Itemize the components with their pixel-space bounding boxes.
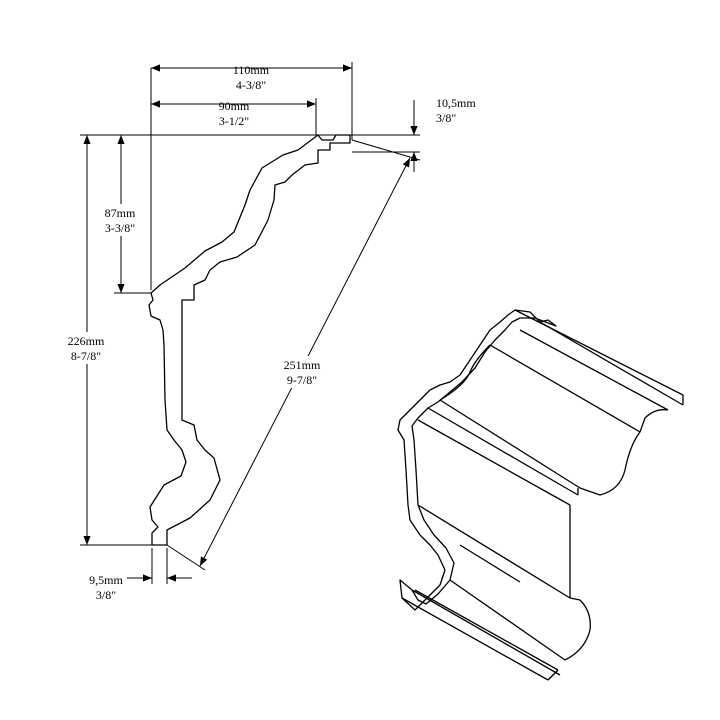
- dim-226mm-label-bg: [58, 332, 116, 364]
- extension-line-diagonal-top: [351, 139, 421, 161]
- dim-9-5mm-label: 9,5mm: [89, 573, 123, 587]
- molding-3d-end-face: [397, 309, 557, 611]
- dim-251mm-label: 251mm: [284, 358, 321, 372]
- molding-3d-cove-top-edge: [489, 344, 641, 433]
- molding-3d-bead-far: [564, 597, 591, 661]
- molding-3d-bead-edge: [449, 579, 566, 661]
- molding-3d-fillet-edge-2: [519, 329, 669, 411]
- extension-line-diagonal-bottom: [166, 544, 206, 571]
- molding-3d-step-edge-2: [417, 419, 571, 506]
- molding-3d-view: [397, 309, 684, 681]
- molding-3d-cove-far: [579, 431, 641, 496]
- dim-87mm-label: 87mm: [105, 206, 136, 220]
- molding-3d-cove-near: [439, 344, 491, 401]
- molding-profile-outline: [148, 134, 351, 546]
- dim-110mm-label: 110mm: [233, 63, 270, 77]
- dim-90mm-label: 90mm: [219, 99, 250, 113]
- dim-9-5mm-inch-label: 3/8": [96, 588, 116, 602]
- dim-251mm-inch-label: 9-7/8": [287, 373, 317, 387]
- molding-3d-bottom-edge-2: [414, 589, 559, 671]
- molding-3d-cove-bottom-edge: [439, 399, 581, 489]
- dim-90mm-inch-label: 3-1/2": [219, 114, 249, 128]
- molding-3d-fillet-edge-1: [539, 321, 684, 406]
- dim-87mm-inch-label: 3-3/8": [105, 221, 135, 235]
- dim-226mm-inch-label: 8-7/8": [71, 349, 101, 363]
- molding-3d-flat-shade-line: [459, 544, 521, 583]
- molding-3d-step-edge-1: [427, 407, 579, 496]
- dim-87mm-label-bg: [96, 204, 144, 236]
- dim-110mm-inch-label: 4-3/8": [236, 78, 266, 92]
- dim-226mm-label: 226mm: [68, 334, 105, 348]
- molding-3d-far-end-curve: [639, 409, 669, 433]
- dim-251mm-label-bg: [276, 356, 328, 388]
- dim-10-5mm-label: 10,5mm: [436, 96, 476, 110]
- molding-3d-bottom-edge-1: [401, 597, 549, 681]
- molding-3d-flat-bottom-edge: [417, 504, 571, 599]
- dim-10-5mm-inch-label: 3/8": [436, 111, 456, 125]
- molding-3d-bottom-far-end: [547, 669, 559, 681]
- molding-3d-bottom-edge-3: [411, 589, 561, 676]
